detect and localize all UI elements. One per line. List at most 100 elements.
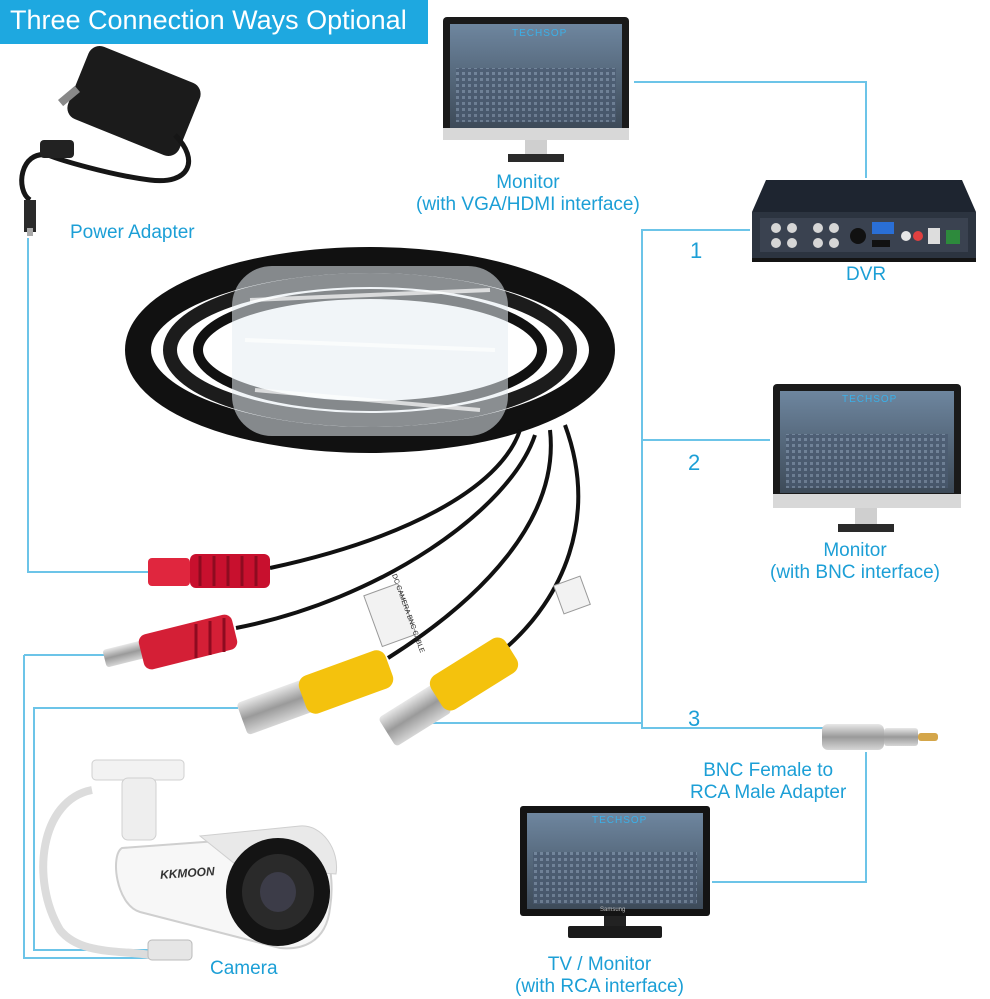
dvr-power-jack	[850, 228, 866, 244]
camera-text: Camera	[210, 958, 278, 979]
dvr-usb-port	[928, 228, 940, 244]
tail-dc-female	[269, 429, 522, 570]
cable-tag-label	[363, 582, 417, 648]
dvr-graphic	[752, 180, 976, 262]
power-adapter-text: Power Adapter	[70, 222, 195, 243]
bnc-adapter-line1: BNC Female to	[703, 760, 834, 781]
tail-bnc-2	[506, 424, 581, 648]
label-vga-monitor: Monitor (with VGA/HDMI interface)	[416, 172, 640, 216]
vga-screen-brand: TECHSOP	[512, 28, 568, 39]
cable-tails	[235, 424, 581, 660]
vga-monitor-foot	[508, 154, 564, 162]
tail-bnc-1	[386, 429, 553, 660]
adapter-rca-body	[884, 728, 918, 746]
tv-neck	[604, 916, 626, 926]
connection-number-2: 2	[688, 450, 701, 475]
dc-male-tip	[103, 641, 145, 667]
label-bnc-rca-adapter: BNC Female to RCA Male Adapter	[690, 760, 846, 804]
dvr-bnc-7	[813, 238, 823, 248]
bnc-screen-brand: TECHSOP	[842, 394, 898, 405]
bnc-monitor-screen-detail	[786, 434, 948, 488]
cable-tag-graphic	[363, 575, 591, 648]
vga-monitor-line1: Monitor	[496, 172, 560, 193]
dvr-rca-2	[913, 231, 923, 241]
bnc-2-boot	[429, 637, 519, 711]
page-title: Three Connection Ways Optional	[10, 5, 407, 35]
line-dvr-bus	[641, 229, 830, 729]
bnc-monitor-line1: Monitor	[823, 540, 887, 561]
label-power-adapter: Power Adapter	[70, 222, 195, 244]
dvr-vga-port	[872, 222, 894, 234]
vga-monitor-line2: (with VGA/HDMI interface)	[416, 194, 640, 215]
tv-monitor-graphic	[520, 806, 710, 938]
adapter-ferrite	[40, 140, 74, 158]
bnc-rca-adapter-graphic	[822, 724, 938, 750]
tv-screen-detail	[533, 852, 697, 904]
camera-lens	[260, 872, 296, 912]
tail-dc-male	[235, 434, 537, 630]
camera-wall-plate	[91, 759, 185, 781]
camera-bnc-pigtail	[147, 939, 193, 961]
dvr-power-terminal	[946, 230, 960, 244]
camera-cable	[39, 786, 151, 959]
line-vga-monitor-dvr	[634, 81, 867, 178]
label-tv-monitor: TV / Monitor (with RCA interface)	[515, 954, 684, 998]
bnc-plug-2	[379, 637, 519, 746]
dc-male-ribs	[194, 618, 226, 658]
vga-monitor-graphic	[443, 17, 629, 162]
tv-monitor-line2: (with RCA interface)	[515, 976, 684, 997]
bnc-monitor-line2: (with BNC interface)	[770, 562, 940, 583]
tv-brand-text: Samsung	[600, 907, 626, 913]
vga-monitor-screen-detail	[456, 68, 616, 122]
line-adapter-tv	[712, 752, 867, 883]
dc-female-ribs	[198, 556, 258, 586]
bnc-adapter-line2: RCA Male Adapter	[690, 782, 847, 803]
adapter-cord	[47, 133, 192, 184]
bnc-plug-1	[237, 650, 394, 735]
coil-wrap-lines	[244, 288, 496, 412]
line-camera-left-1	[23, 655, 150, 959]
bnc-monitor-neck	[855, 508, 877, 524]
adapter-rca-pin	[918, 733, 938, 741]
vga-monitor-neck	[525, 140, 547, 154]
cable-tag-label-2	[553, 575, 591, 615]
bnc-monitor-graphic	[773, 384, 961, 532]
dvr-rca-1	[901, 231, 911, 241]
label-camera: Camera	[210, 958, 278, 980]
dvr-bnc-1	[771, 223, 781, 233]
dvr-bnc-8	[829, 238, 839, 248]
bnc-monitor-foot	[838, 524, 894, 532]
line-power-adapter	[27, 238, 152, 573]
label-dvr: DVR	[846, 264, 886, 286]
adapter-bnc-body	[822, 724, 884, 750]
coil-outer	[125, 247, 615, 453]
dvr-top	[752, 180, 976, 212]
vga-monitor-chin	[443, 128, 629, 140]
dvr-bnc-6	[829, 223, 839, 233]
tv-screen-brand: TECHSOP	[592, 815, 648, 826]
adapter-cord-2	[19, 152, 49, 203]
adapter-plug-tip	[27, 228, 33, 236]
title-banner: Three Connection Ways Optional	[0, 0, 428, 44]
connection-number-1: 1	[690, 238, 703, 263]
camera-arm	[121, 777, 157, 841]
bnc-1-boot	[298, 650, 394, 714]
dc-female-plug	[148, 554, 270, 588]
label-bnc-monitor: Monitor (with BNC interface)	[770, 540, 940, 584]
tv-foot	[568, 926, 662, 938]
dvr-bnc-4	[787, 238, 797, 248]
dc-female-grip	[190, 554, 270, 588]
power-adapter-graphic	[19, 45, 201, 236]
cable-coil-graphic	[125, 247, 615, 453]
dc-female-sleeve	[148, 558, 190, 586]
dvr-base	[752, 258, 976, 262]
dvr-bnc-3	[771, 238, 781, 248]
bnc-2-metal	[379, 684, 451, 746]
dvr-bnc-2	[787, 223, 797, 233]
dc-male-plug	[103, 614, 238, 670]
connection-number-3: 3	[688, 706, 701, 731]
bnc-1-metal	[237, 679, 315, 735]
camera-graphic	[39, 759, 338, 961]
